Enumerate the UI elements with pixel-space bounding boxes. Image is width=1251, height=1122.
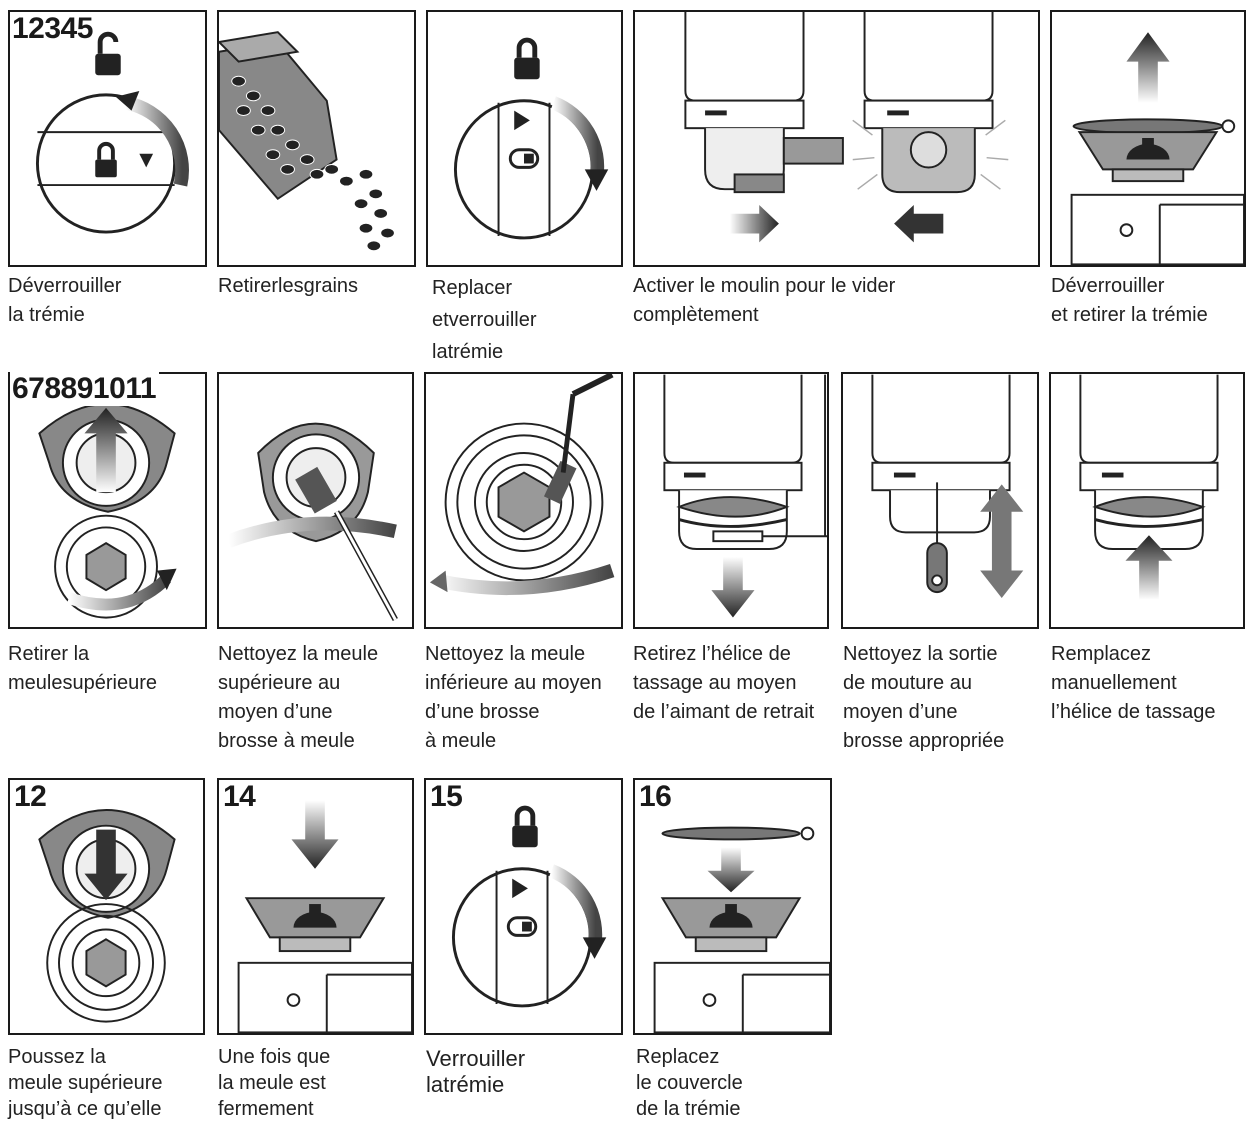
- step-14-caption: Une fois que la meule est fermement: [218, 1046, 331, 1120]
- step-15-illustration: 15: [424, 778, 623, 1035]
- row1-step-numbers: 12345: [10, 12, 96, 46]
- step-11-caption: Remplacez manuellement l’hélice de tassa…: [1051, 643, 1216, 723]
- step-3-illustration: [426, 10, 623, 267]
- step-2-illustration: [217, 10, 416, 267]
- step-12-caption: Poussez la meule supérieure jusqu’à ce q…: [8, 1046, 163, 1120]
- step-14-illustration: 14: [217, 778, 414, 1035]
- step-11-illustration: [1049, 372, 1245, 629]
- padlock-closed-icon: [514, 37, 540, 80]
- step-2-caption: Retirerlesgrains: [218, 275, 359, 297]
- step-1-caption: Déverrouiller la trémie: [8, 275, 122, 326]
- step-4-caption: Activer le moulin pour le vider complète…: [633, 275, 896, 326]
- step-4-illustration: [633, 10, 1040, 267]
- step-16-illustration: 16: [633, 778, 832, 1035]
- step-7-caption: Nettoyez la meule supérieure au moyen d’…: [218, 643, 379, 752]
- step-8-illustration: [424, 372, 623, 629]
- step-10-illustration: [841, 372, 1039, 629]
- step-8-caption: Nettoyez la meule inférieure au moyen d’…: [425, 643, 602, 752]
- step-12-illustration: 12: [8, 778, 205, 1035]
- step-9-illustration: [633, 372, 829, 629]
- step-5-illustration: [1050, 10, 1246, 267]
- padlock-closed-icon: [95, 141, 117, 178]
- step-15-caption: Verrouiller latrémie: [426, 1046, 526, 1097]
- padlock-closed-icon: [512, 805, 538, 848]
- step-3-caption: Replacer etverrouiller latrémie: [432, 277, 537, 363]
- step-1-illustration: [8, 10, 207, 267]
- row2-step-numbers: 678891011: [10, 372, 160, 406]
- step-6-illustration: [8, 372, 207, 629]
- step-9-caption: Retirez l’hélice de tassage au moyen de …: [633, 643, 815, 723]
- step-14-number: 14: [221, 780, 259, 814]
- step-7-illustration: [217, 372, 414, 629]
- padlock-open-icon: [95, 31, 121, 76]
- step-12-number: 12: [12, 780, 50, 814]
- step-6-caption: Retirer la meulesupérieure: [8, 643, 157, 694]
- step-5-caption: Déverrouiller et retirer la trémie: [1051, 275, 1208, 326]
- step-10-caption: Nettoyez la sortie de mouture au moyen d…: [843, 643, 1005, 752]
- step-16-caption: Replacez le couvercle de la trémie: [636, 1046, 743, 1120]
- step-16-number: 16: [637, 780, 675, 814]
- step-15-number: 15: [428, 780, 466, 814]
